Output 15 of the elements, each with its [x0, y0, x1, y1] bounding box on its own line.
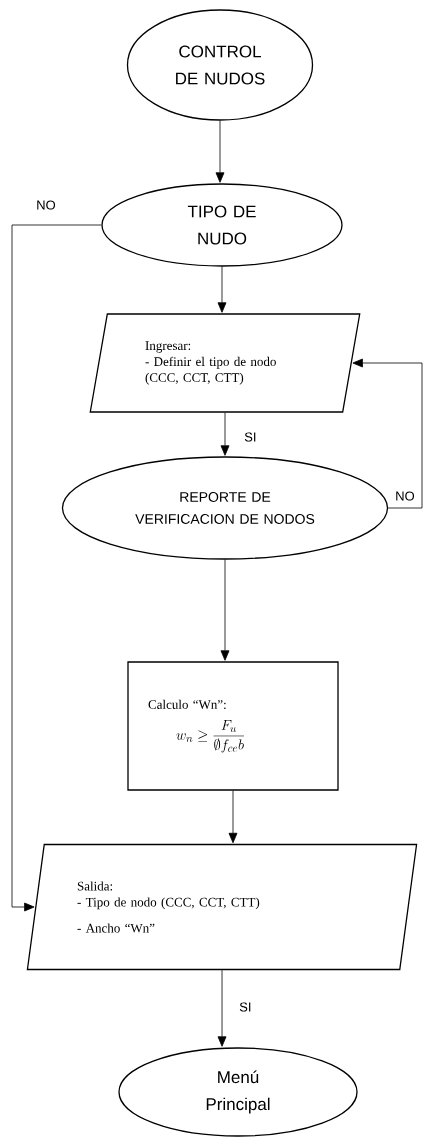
arrow [11, 224, 102, 912]
arrow [217, 266, 227, 313]
edge-label: NO [35, 199, 57, 211]
arrow [352, 358, 423, 509]
input-output-parallelogram: Salida: - Tipo de nodo (CCC, CCT, CTT) - Ancho “Wn” [26, 843, 418, 971]
arrow [228, 790, 238, 844]
arrow [217, 969, 227, 1047]
edge-label: SI [238, 1001, 253, 1013]
edge-label: SI [243, 431, 258, 443]
process-box: Calculo “Wn”: $w_n \geq \frac{F_u}{\emptyset f_{ce}b}$ [127, 661, 339, 791]
arrow [220, 412, 230, 456]
arrow [215, 120, 225, 183]
edge-label: NO [394, 490, 416, 502]
arrow [220, 559, 230, 661]
input-output-parallelogram: Ingresar: - Definir el tipo de nodo (CCC, CCT, CTT) [89, 313, 361, 413]
